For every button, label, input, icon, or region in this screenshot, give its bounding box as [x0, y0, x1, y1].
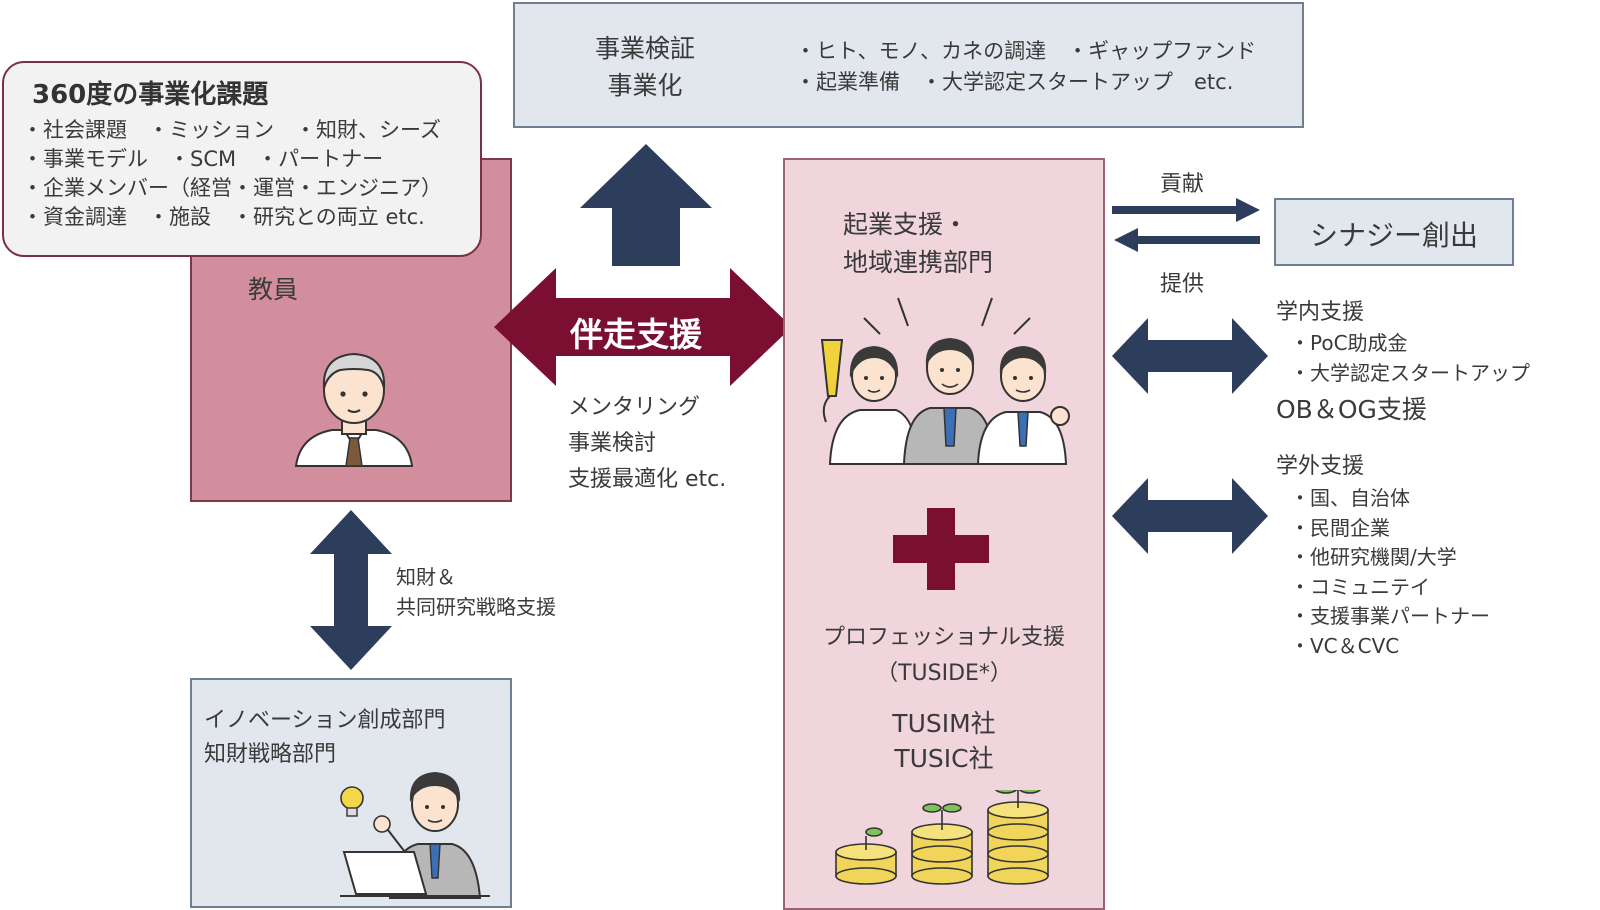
faculty-label: 教員 — [248, 275, 299, 304]
internal-support-item-2: ・大学認定スタートアップ — [1290, 361, 1530, 385]
innovation-labels: イノベーション創成部門 知財戦略部門 — [204, 704, 446, 772]
support-detail-1: メンタリング — [568, 395, 701, 420]
alumni-support-label: OB＆OG支援 — [1276, 395, 1427, 424]
exchange-arrows-icon — [1112, 198, 1260, 252]
contribute-label: 貢献 — [1160, 172, 1205, 197]
professor-illustration — [294, 352, 414, 467]
center-title-line-2: 地域連携部門 — [843, 248, 994, 277]
external-support-list: ・国、自治体 ・民間企業 ・他研究機関/大学 ・コミュニテイ ・支援事業パートナ… — [1290, 484, 1490, 661]
ip-strategy-line-1: 知財＆ — [396, 565, 456, 589]
plus-icon — [893, 508, 989, 590]
ip-strategy-line-2: 共同研究戦略支援 — [396, 595, 556, 619]
professional-support-line-2: （TUSIDE*） — [876, 661, 1012, 686]
businessman-laptop-illustration — [340, 772, 490, 899]
center-title-line-1: 起業支援・ — [843, 210, 969, 239]
company-names: TUSIM社 TUSIC社 — [783, 706, 1105, 776]
issues-line-3: ・企業メンバー（経営・運営・エンジニア） — [22, 176, 442, 200]
innovation-label-2: 知財戦略部門 — [204, 742, 337, 767]
external-support-item-3: ・他研究機関/大学 — [1290, 545, 1457, 569]
up-arrow-icon — [580, 144, 712, 266]
issues-line-4: ・資金調達 ・施設 ・研究との両立 etc. — [22, 205, 425, 229]
provide-label: 提供 — [1160, 272, 1205, 297]
support-detail-3: 支援最適化 etc. — [568, 467, 727, 492]
professional-support: プロフェッショナル支援 （TUSIDE*） — [783, 620, 1105, 692]
verification-title-line-2: 事業化 — [607, 71, 683, 100]
issues-title: 360度の事業化課題 — [32, 80, 269, 110]
internal-support-arrow-icon — [1112, 318, 1268, 394]
synergy-label: シナジー創出 — [1309, 219, 1478, 252]
support-detail-2: 事業検討 — [568, 431, 657, 456]
business-issues-box — [2, 61, 482, 257]
business-verification-box — [513, 2, 1304, 128]
center-title: 起業支援・ 地域連携部門 — [843, 206, 993, 282]
support-details: メンタリング 事業検討 支援最適化 etc. — [568, 390, 726, 498]
company-name-1: TUSIM社 — [892, 709, 996, 738]
ip-strategy-support: 知財＆ 共同研究戦略支援 — [396, 562, 556, 622]
external-support-item-5: ・支援事業パートナー — [1290, 604, 1490, 628]
external-support-arrow-icon — [1112, 478, 1268, 554]
accompanying-support-arrow-icon — [494, 268, 792, 386]
external-support-item-1: ・国、自治体 — [1290, 486, 1410, 510]
verification-items: ・ヒト、モノ、カネの調達 ・ギャップファンド ・起業準備 ・大学認定スタートアッ… — [795, 36, 1256, 98]
external-support-title: 学外支援 — [1276, 454, 1365, 479]
growing-coins-illustration — [835, 790, 1049, 885]
cheering-team-illustration — [820, 297, 1070, 465]
external-support-item-4: ・コミュニテイ — [1290, 574, 1430, 599]
company-name-2: TUSIC社 — [894, 744, 994, 773]
external-support-item-2: ・民間企業 — [1290, 515, 1390, 540]
issues-list: ・社会課題 ・ミッション ・知財、シーズ ・事業モデル ・SCM ・パートナー … — [22, 116, 442, 232]
internal-support-item-1: ・PoC助成金 — [1290, 331, 1408, 355]
innovation-label-1: イノベーション創成部門 — [204, 708, 446, 733]
verification-item-line-1: ・ヒト、モノ、カネの調達 ・ギャップファンド — [795, 39, 1257, 63]
verification-title-line-1: 事業検証 — [594, 34, 695, 63]
internal-support-list: ・PoC助成金 ・大学認定スタートアップ — [1290, 328, 1530, 388]
professional-support-line-1: プロフェッショナル支援 — [822, 625, 1065, 650]
verification-item-line-2: ・起業準備 ・大学認定スタートアップ etc. — [795, 70, 1234, 94]
accompanying-support-label: 伴走支援 — [570, 315, 702, 354]
issues-line-1: ・社会課題 ・ミッション ・知財、シーズ — [22, 118, 441, 142]
external-support-item-6: ・VC＆CVC — [1290, 633, 1400, 658]
vertical-double-arrow-icon — [310, 510, 392, 670]
internal-support-title: 学内支援 — [1276, 300, 1365, 325]
verification-title: 事業検証 事業化 — [580, 30, 710, 104]
synergy-box — [1274, 198, 1514, 266]
issues-line-2: ・事業モデル ・SCM ・パートナー — [22, 147, 384, 171]
